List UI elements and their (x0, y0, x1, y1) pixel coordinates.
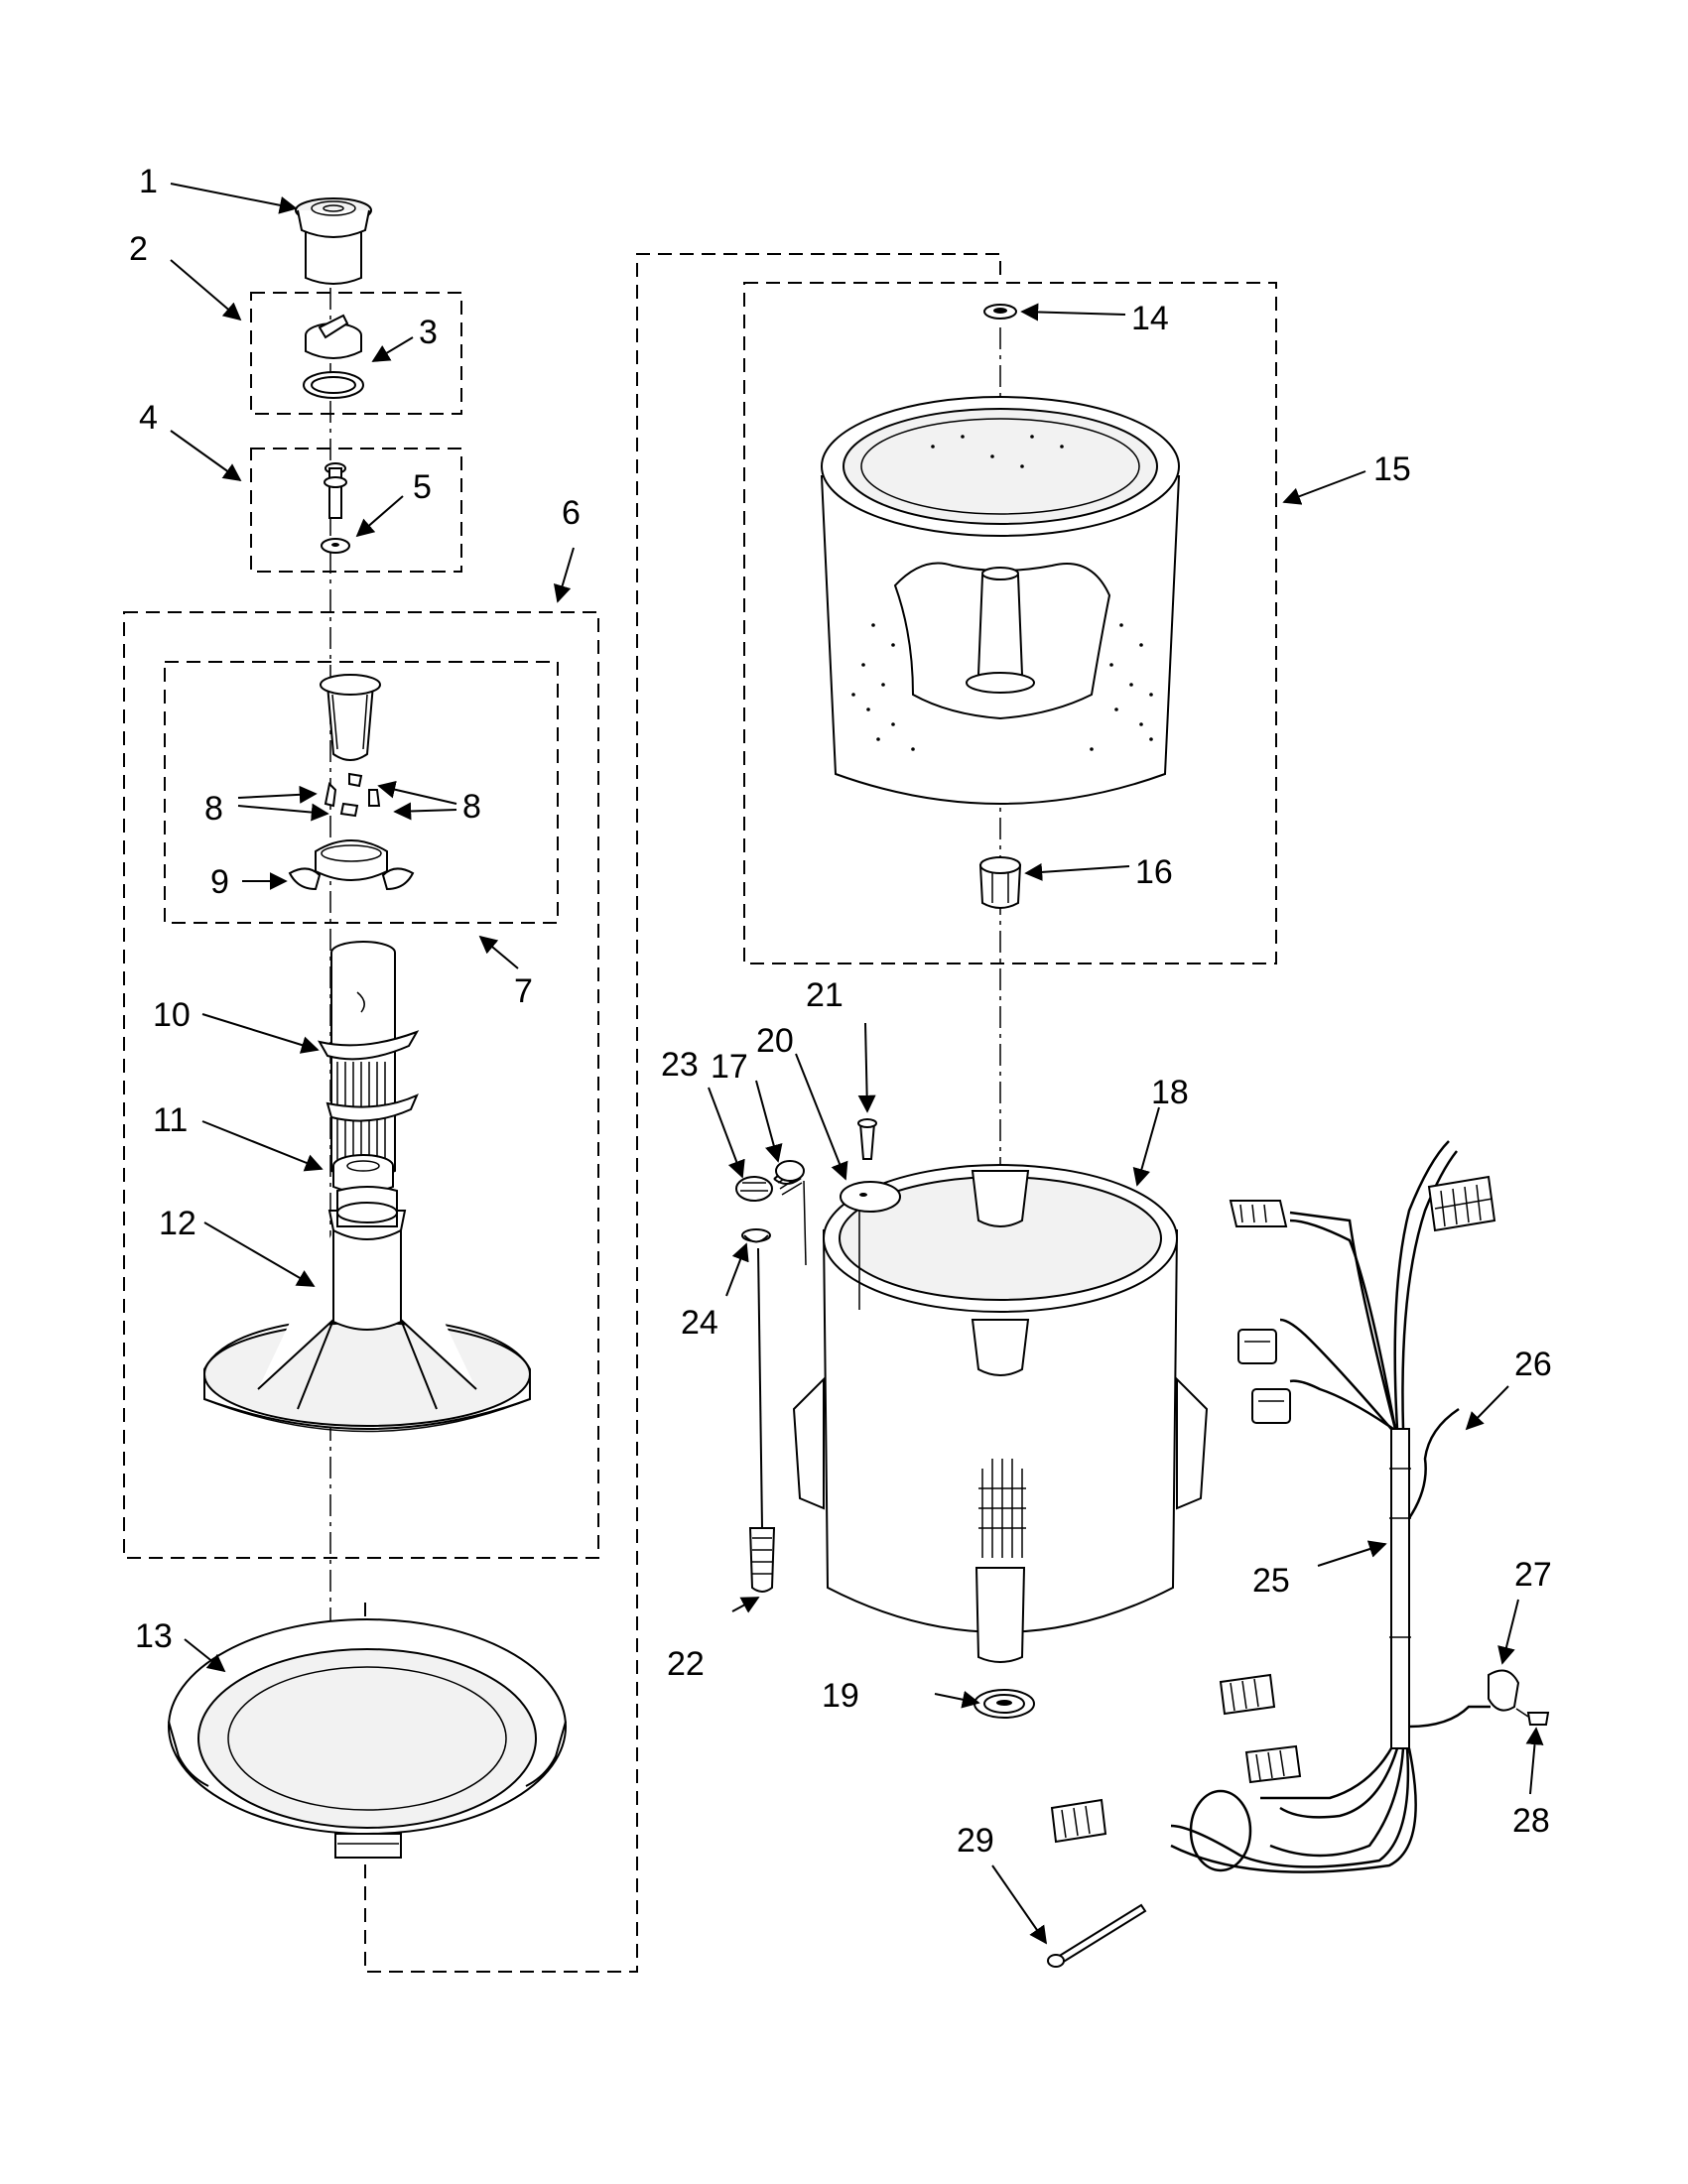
part-23-damper (735, 1176, 773, 1202)
leader-lines (170, 183, 1544, 1945)
group-box-4 (250, 448, 462, 573)
part-3-seal (303, 371, 364, 399)
part-7-cam-assembly (320, 674, 381, 761)
harness-connector-3 (1237, 1329, 1277, 1364)
callout-9: 9 (210, 863, 229, 901)
part-20-plate (840, 1181, 901, 1213)
part-28-screw (1515, 1708, 1550, 1726)
part-13-tub-ring (168, 1618, 567, 1859)
part-29-tie (1047, 1903, 1147, 1968)
part-18-outer-tub (792, 1164, 1209, 1663)
part-22-rod (748, 1180, 860, 1593)
callout-19: 19 (822, 1677, 859, 1715)
callout-26: 26 (1514, 1346, 1552, 1383)
callout-20: 20 (756, 1022, 794, 1060)
harness-connector-2 (1427, 1175, 1496, 1232)
part-8-dogs (324, 772, 381, 818)
harness-connector-1 (1229, 1200, 1288, 1227)
callout-29: 29 (957, 1822, 994, 1860)
part-9-cam (288, 839, 415, 891)
basket-holes (851, 435, 1153, 751)
callout-3: 3 (419, 314, 438, 351)
part-17-spring (773, 1160, 805, 1196)
callout-2: 2 (129, 230, 148, 268)
callout-25: 25 (1252, 1562, 1290, 1600)
part-27-clip (1488, 1669, 1520, 1712)
part-19-bearing (974, 1689, 1035, 1719)
callout-5: 5 (413, 468, 432, 506)
part-25-wire-harness (1170, 1140, 1458, 1873)
callout-8-right: 8 (462, 788, 481, 826)
callout-18: 18 (1151, 1074, 1189, 1111)
part-21-screw (857, 1118, 877, 1160)
part-11-ring (332, 1154, 394, 1194)
callout-10: 10 (153, 996, 191, 1034)
connector-path (364, 253, 1001, 1973)
part-15-basket (820, 396, 1181, 805)
callout-28: 28 (1512, 1802, 1550, 1840)
callout-labels: 1 2 3 4 5 6 7 8 8 9 10 11 12 13 14 15 16… (129, 163, 1552, 1860)
part-24-cup (741, 1228, 771, 1243)
callout-21: 21 (806, 976, 844, 1014)
part-1-cap (295, 197, 372, 285)
callout-13: 13 (135, 1617, 173, 1655)
callout-22: 22 (667, 1645, 705, 1683)
harness-connector-6 (1244, 1744, 1302, 1784)
callout-17: 17 (711, 1048, 748, 1086)
callout-15: 15 (1373, 450, 1411, 488)
callout-11: 11 (153, 1101, 188, 1139)
callout-27: 27 (1514, 1556, 1552, 1594)
callout-7: 7 (514, 972, 533, 1010)
harness-connector-4 (1251, 1388, 1291, 1424)
part-12-agitator (203, 1186, 531, 1433)
callout-6: 6 (562, 494, 581, 532)
harness-connector-5 (1219, 1673, 1276, 1716)
group-box-15 (743, 282, 1277, 964)
part-4-bolt (324, 462, 347, 519)
callout-12: 12 (159, 1205, 196, 1242)
callout-16: 16 (1135, 853, 1173, 891)
callout-8-left: 8 (204, 790, 223, 828)
part-5-washer (321, 538, 350, 554)
callout-1: 1 (139, 163, 158, 200)
part-26-ground-wire (1407, 1407, 1491, 1729)
part-2-insert (305, 314, 362, 359)
group-box-2 (250, 292, 462, 415)
callout-24: 24 (681, 1304, 718, 1342)
group-box-6 (123, 611, 599, 1559)
harness-connector-7 (1050, 1798, 1107, 1844)
group-box-7 (164, 661, 559, 924)
part-14-seal (983, 304, 1017, 320)
part-16-hub (978, 856, 1022, 909)
callout-23: 23 (661, 1046, 699, 1084)
part-10-auger (318, 941, 420, 1179)
callout-4: 4 (139, 399, 158, 437)
callout-14: 14 (1131, 300, 1169, 337)
